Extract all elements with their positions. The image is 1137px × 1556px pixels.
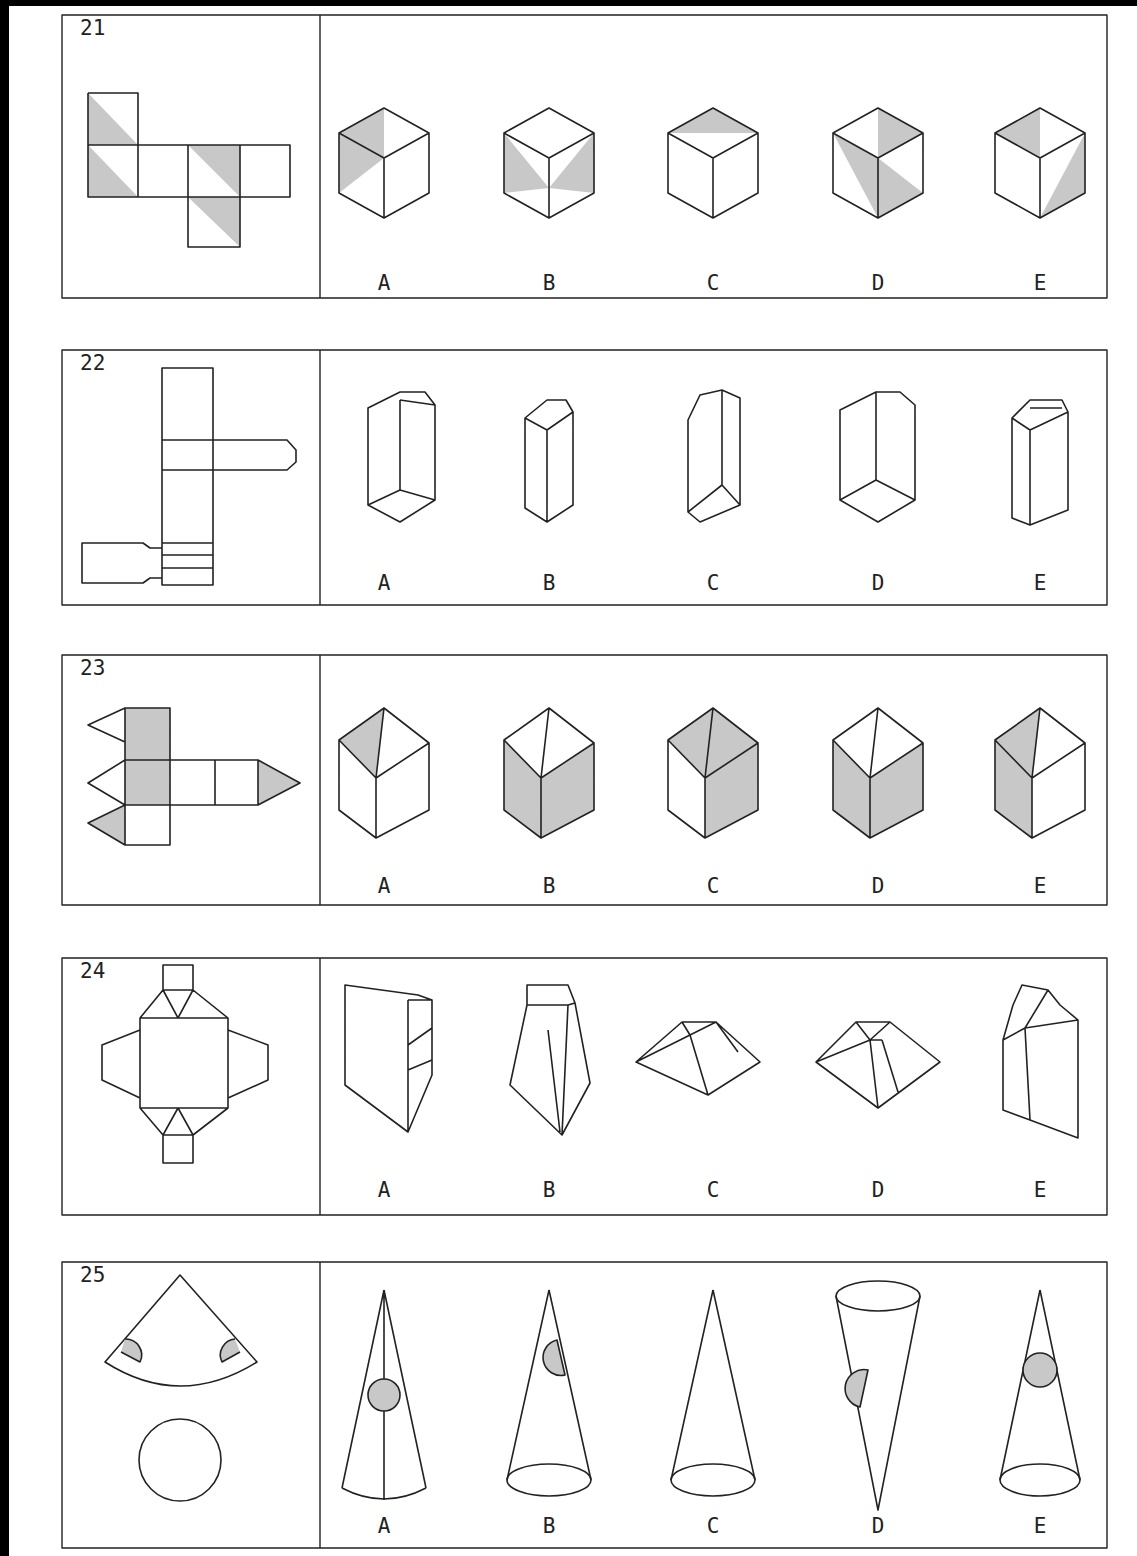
option-letter: B	[543, 1516, 556, 1537]
question-number: 21	[80, 18, 105, 39]
question-number: 22	[80, 353, 105, 374]
option-letter: A	[378, 1516, 391, 1537]
option-letter: E	[1034, 573, 1047, 594]
question-number: 25	[80, 1265, 105, 1286]
option-letter: C	[707, 273, 720, 294]
option-letter: A	[378, 573, 391, 594]
option-letter: B	[543, 273, 556, 294]
option-letter: D	[872, 1180, 885, 1201]
question-number: 24	[80, 961, 105, 982]
option-letter: B	[543, 1180, 556, 1201]
option-letter: E	[1034, 876, 1047, 897]
question-number: 23	[80, 658, 105, 679]
option-letter: C	[707, 876, 720, 897]
option-letter: B	[543, 573, 556, 594]
option-letter: A	[378, 273, 391, 294]
option-letter: E	[1034, 1180, 1047, 1201]
option-letter: E	[1034, 273, 1047, 294]
option-letter: D	[872, 1516, 885, 1537]
option-letter: A	[378, 1180, 391, 1201]
option-letter: B	[543, 876, 556, 897]
option-letter: C	[707, 1180, 720, 1201]
option-letter: A	[378, 876, 391, 897]
option-letter: C	[707, 573, 720, 594]
option-letter: D	[872, 273, 885, 294]
option-letter: E	[1034, 1516, 1047, 1537]
option-letter: D	[872, 573, 885, 594]
option-letter: C	[707, 1516, 720, 1537]
option-letter: D	[872, 876, 885, 897]
